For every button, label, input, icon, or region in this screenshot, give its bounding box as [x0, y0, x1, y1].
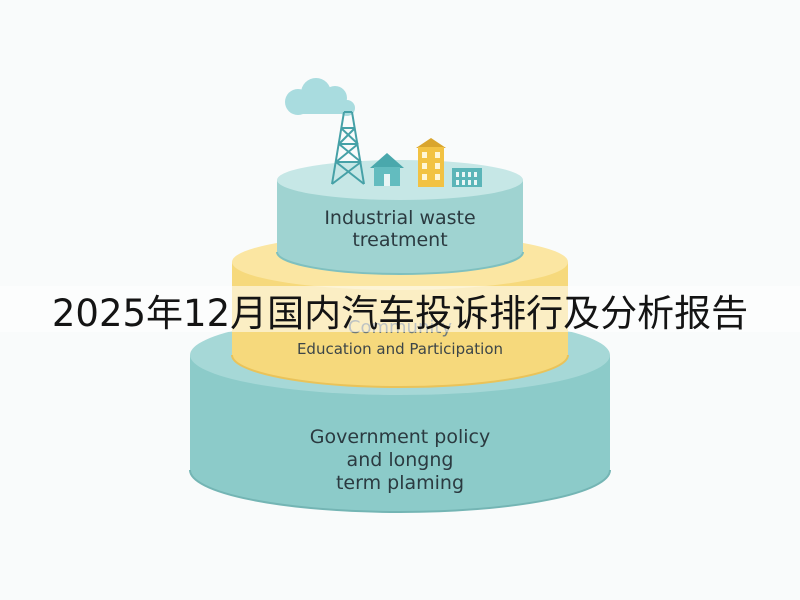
tier-middle-label-line-2: Education and Participation [296, 340, 504, 358]
factory-tower-icon [331, 111, 365, 185]
tier-top-line-1: Industrial waste [324, 207, 476, 229]
page-title: 2025年12月国内汽车投诉排行及分析报告 [51, 292, 749, 335]
apartment-building-icon [416, 138, 446, 187]
title-banner-backdrop [0, 286, 800, 332]
tier-bottom-line-1: Government policy [309, 426, 491, 448]
tier-bottom-line-3: term plaming [335, 471, 465, 494]
tier-top-line-2: treatment [352, 228, 448, 251]
tier-bottom-line-2: and longng [346, 448, 454, 471]
smoke-cloud-icon [285, 78, 355, 116]
house-icon [370, 153, 404, 186]
tier-bottom-label: Government policy and longng term plamin… [220, 426, 580, 494]
low-building-icon [452, 168, 482, 187]
tier-top-label: Industrial waste treatment [280, 207, 520, 252]
